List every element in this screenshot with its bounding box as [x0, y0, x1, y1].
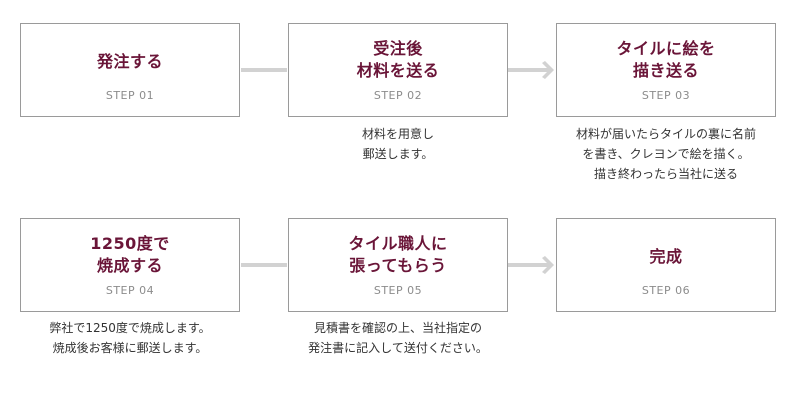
step-06-title: 完成 — [649, 247, 683, 266]
step-05-box: タイル職人に 張ってもらう STEP 05 — [288, 218, 508, 312]
arrow-2-3-icon — [508, 61, 554, 79]
step-02-label: STEP 02 — [373, 89, 423, 102]
step-05-title: タイル職人に 張ってもらう — [348, 234, 448, 275]
step-05-description: 見積書を確認の上、当社指定の 発注書に記入して送付ください。 — [308, 321, 488, 355]
step-02-title: 受注後 材料を送る — [356, 39, 440, 80]
step-01-box: 発注する STEP 01 — [20, 23, 240, 117]
step-05-label: STEP 05 — [373, 284, 423, 297]
arrow-5-6-icon — [508, 256, 554, 274]
step-01-label: STEP 01 — [105, 89, 155, 102]
step-04-title: 1250度で 焼成する — [90, 234, 170, 275]
step-04-description: 弊社で1250度で焼成します。 焼成後お客様に郵送します。 — [49, 321, 211, 355]
step-03-description: 材料が届いたらタイルの裏に名前 を書き、クレヨンで絵を描く。 描き終わったら当社… — [575, 127, 756, 181]
step-04-box: 1250度で 焼成する STEP 04 — [20, 218, 240, 312]
step-04-label: STEP 04 — [105, 284, 155, 297]
step-06-box: 完成 STEP 06 — [556, 218, 776, 312]
step-03-label: STEP 03 — [641, 89, 691, 102]
connector-1-2 — [241, 68, 287, 72]
connector-4-5 — [241, 263, 287, 267]
step-02-box: 受注後 材料を送る STEP 02 — [288, 23, 508, 117]
step-01-title: 発注する — [96, 52, 163, 71]
step-03-box: タイルに絵を 描き送る STEP 03 — [556, 23, 776, 117]
step-06-label: STEP 06 — [641, 284, 691, 297]
step-02-description: 材料を用意し 郵送します。 — [361, 127, 434, 161]
step-03-title: タイルに絵を 描き送る — [616, 39, 716, 80]
